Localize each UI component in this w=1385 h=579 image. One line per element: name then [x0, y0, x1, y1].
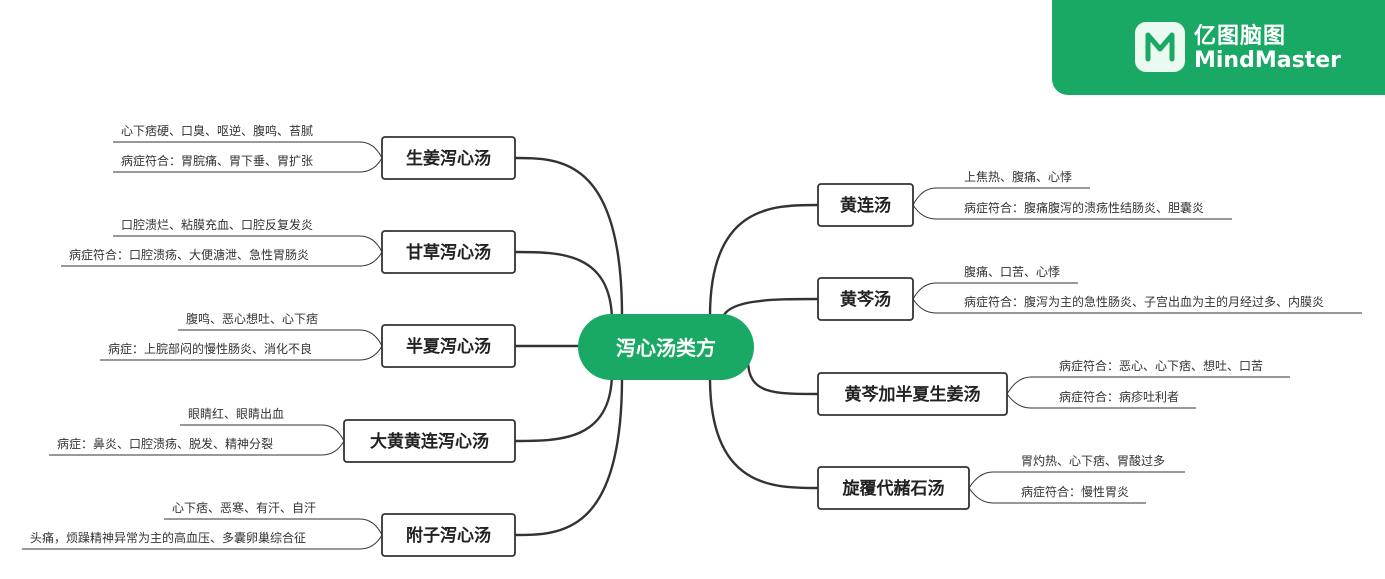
brand-name-cn: 亿图脑图: [1194, 24, 1287, 49]
leaf-text: 病症：上脘部闷的慢性肠炎、消化不良: [108, 341, 312, 356]
branch-node-huangqin[interactable]: 黄芩汤: [817, 277, 914, 321]
branch-node-huanglian[interactable]: 黄连汤: [817, 183, 914, 227]
branch-label: 甘草泻心汤: [406, 242, 491, 263]
branch-label: 半夏泻心汤: [406, 336, 491, 357]
leaf-text: 腹鸣、恶心想吐、心下痞: [186, 311, 318, 326]
leaf-text: 病症符合：腹泻为主的急性肠炎、子宫出血为主的月经过多、内膜炎: [964, 294, 1324, 309]
leaf-connector: [113, 157, 383, 173]
root-branch-connector: [746, 359, 819, 396]
root-branch-connector: [514, 250, 614, 323]
leaf-text: 胃灼热、心下痞、胃酸过多: [1021, 453, 1165, 468]
root-branch-connector: [708, 377, 819, 490]
leaf-connector: [49, 440, 345, 456]
leaf-text: 心下痞硬、口臭、呕逆、腹鸣、苔腻: [121, 123, 313, 138]
branch-label: 黄芩加半夏生姜汤: [845, 384, 981, 405]
branch-label: 黄连汤: [840, 195, 891, 216]
leaf-connector: [113, 235, 383, 253]
leaf-connector: [100, 345, 383, 361]
leaf-connector: [61, 251, 383, 267]
leaf-connector: [968, 471, 1185, 489]
leaf-text: 眼睛红、眼睛出血: [188, 406, 284, 421]
leaf-connector: [912, 282, 1078, 300]
branch-node-fuzi[interactable]: 附子泻心汤: [381, 513, 516, 557]
leaf-connector: [113, 141, 383, 159]
leaf-connector: [912, 187, 1090, 206]
leaf-connector: [1006, 393, 1196, 409]
branch-label: 黄芩汤: [840, 289, 891, 310]
leaf-text: 病症符合：慢性胃炎: [1021, 484, 1129, 499]
leaf-connector: [178, 329, 383, 347]
root-label: 泻心汤类方: [616, 336, 716, 360]
root-branch-connector: [514, 371, 614, 443]
branch-node-xuanfu[interactable]: 旋覆代赭石汤: [817, 466, 970, 510]
leaf-connector: [912, 204, 1232, 220]
leaf-text: 头痛，烦躁精神异常为主的高血压、多囊卵巢综合征: [30, 530, 306, 545]
leaf-text: 病症符合：口腔溃疡、大便溏泄、急性胃肠炎: [69, 247, 309, 262]
branch-label: 旋覆代赭石汤: [842, 478, 945, 499]
leaf-connector: [912, 298, 1362, 314]
branch-node-banxia[interactable]: 半夏泻心汤: [381, 324, 516, 368]
leaf-text: 上焦热、腹痛、心悸: [964, 169, 1072, 184]
branch-label: 大黄黄连泻心汤: [370, 431, 489, 452]
leaf-text: 病症符合：病疹吐利者: [1059, 389, 1179, 404]
branch-label: 附子泻心汤: [406, 525, 491, 546]
mindmaster-logo-icon: [1135, 22, 1185, 72]
leaf-text: 心下痞、恶寒、有汗、自汗: [172, 500, 316, 515]
root-branch-connector: [514, 156, 624, 317]
leaf-connector: [968, 487, 1146, 504]
leaf-text: 病症：鼻炎、口腔溃疡、脱发、精神分裂: [57, 436, 273, 451]
root-branch-connector: [514, 377, 624, 537]
branch-node-dahuang[interactable]: 大黄黄连泻心汤: [343, 419, 516, 463]
brand-badge: 亿图脑图 MindMaster: [1052, 0, 1385, 95]
connector-lines: [22, 141, 1362, 550]
branch-label: 生姜泻心汤: [406, 148, 491, 169]
leaf-text: 口腔溃烂、粘膜充血、口腔反复发炎: [121, 217, 313, 232]
root-branch-connector: [708, 203, 819, 317]
leaf-connector: [22, 534, 383, 550]
branch-node-huangqin-banxia[interactable]: 黄芩加半夏生姜汤: [817, 372, 1008, 416]
branch-node-shengjiang[interactable]: 生姜泻心汤: [381, 136, 516, 180]
brand-name-en: MindMaster: [1194, 48, 1341, 73]
leaf-connector: [164, 518, 383, 536]
leaf-text: 病症符合：恶心、心下痞、想吐、口苦: [1059, 358, 1263, 373]
branch-node-gancao[interactable]: 甘草泻心汤: [381, 230, 516, 274]
leaf-text: 病症符合：腹痛腹泻的溃疡性结肠炎、胆囊炎: [964, 200, 1204, 215]
leaf-text: 腹痛、口苦、心悸: [964, 264, 1060, 279]
leaf-connector: [1006, 376, 1290, 395]
leaf-text: 病症符合：胃脘痛、胃下垂、胃扩张: [121, 153, 313, 168]
leaf-connector: [180, 424, 345, 442]
root-node[interactable]: 泻心汤类方: [578, 314, 754, 380]
